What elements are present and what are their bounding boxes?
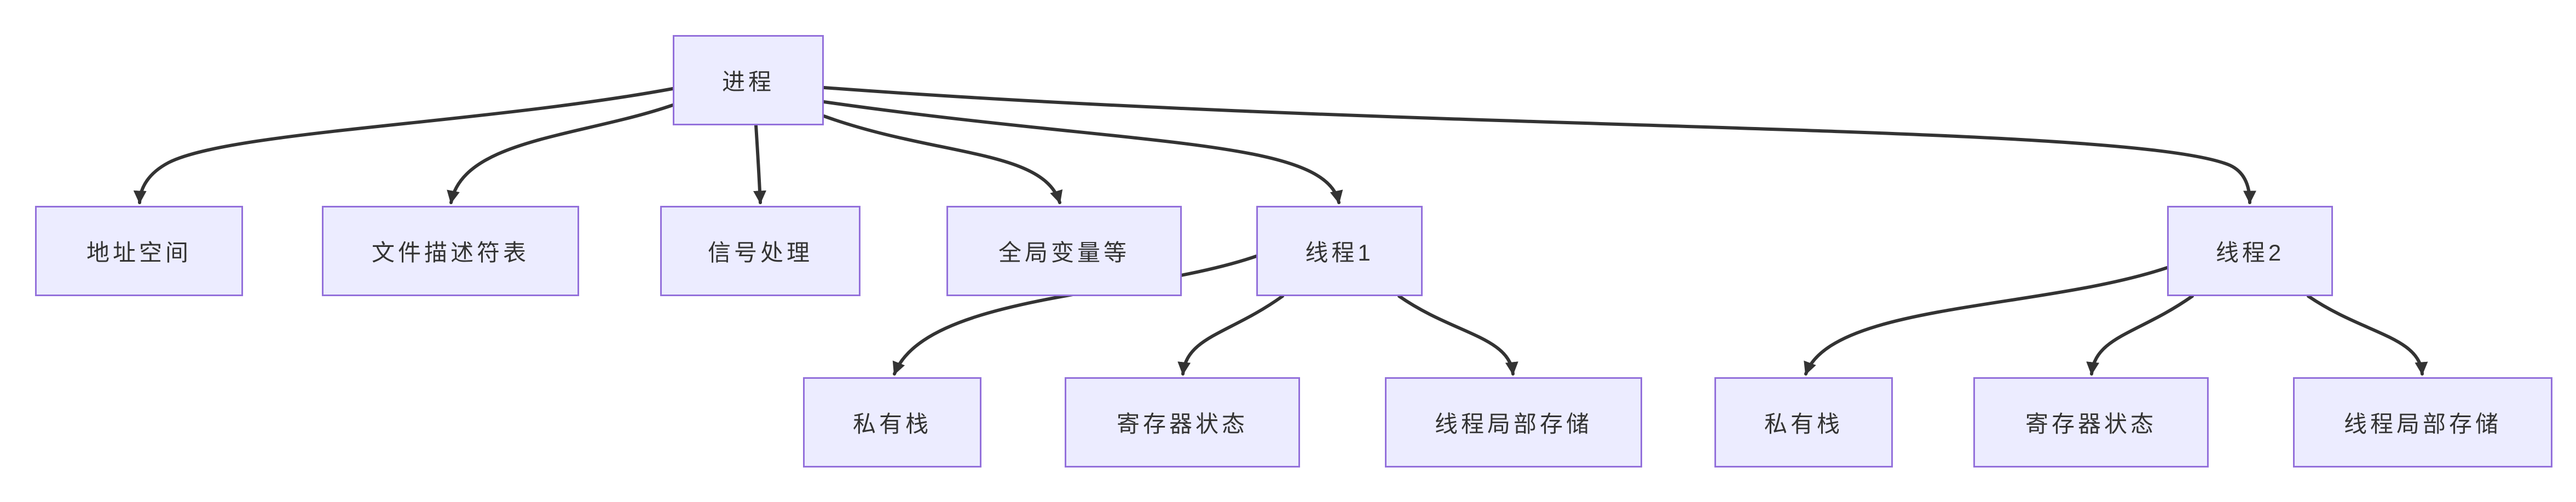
edge-thread2-to-register-state <box>2086 295 2194 376</box>
node-thread2-register-state: 寄存器状态 <box>1973 377 2209 468</box>
node-thread2: 线程2 <box>2167 206 2333 296</box>
edge-process-to-signal-handling <box>753 124 767 204</box>
node-fd-table: 文件描述符表 <box>322 206 579 296</box>
edge-process-to-global-vars <box>822 114 1063 204</box>
node-global-vars-label: 全局变量等 <box>998 240 1130 266</box>
node-thread1: 线程1 <box>1256 206 1423 296</box>
node-thread1-private-stack-label: 私有栈 <box>852 411 932 437</box>
edge-process-to-fd-table <box>447 103 674 204</box>
node-global-vars: 全局变量等 <box>946 206 1182 296</box>
edge-thread1-to-register-state <box>1177 295 1284 376</box>
node-thread2-tls: 线程局部存储 <box>2293 377 2552 468</box>
node-thread2-tls-label: 线程局部存储 <box>2343 411 2502 437</box>
node-address-space-label: 地址空间 <box>86 240 192 266</box>
node-thread2-label: 线程2 <box>2215 240 2285 266</box>
edge-thread1-to-tls <box>1397 295 1518 376</box>
edge-process-to-thread2 <box>822 86 2256 204</box>
edge-thread2-to-tls <box>2307 295 2428 376</box>
node-thread2-register-state-label: 寄存器状态 <box>2025 411 2157 437</box>
node-thread1-tls: 线程局部存储 <box>1385 377 1642 468</box>
node-process: 进程 <box>673 35 824 125</box>
edge-process-to-address-space <box>133 87 674 204</box>
node-address-space: 地址空间 <box>35 206 243 296</box>
node-thread2-private-stack-label: 私有栈 <box>1764 411 1843 437</box>
node-fd-table-label: 文件描述符表 <box>371 240 529 266</box>
edge-thread1-to-private-stack <box>892 255 1258 376</box>
node-thread2-private-stack: 私有栈 <box>1714 377 1893 468</box>
node-signal-handling-label: 信号处理 <box>707 240 813 266</box>
node-signal-handling: 信号处理 <box>660 206 860 296</box>
node-thread1-label: 线程1 <box>1305 240 1374 266</box>
edge-thread2-to-private-stack <box>1804 266 2169 376</box>
node-thread1-register-state-label: 寄存器状态 <box>1116 411 1248 437</box>
node-thread1-register-state: 寄存器状态 <box>1065 377 1300 468</box>
node-thread1-private-stack: 私有栈 <box>803 377 981 468</box>
edge-process-to-thread1 <box>822 100 1343 204</box>
node-process-label: 进程 <box>721 69 775 95</box>
node-thread1-tls-label: 线程局部存储 <box>1434 411 1592 437</box>
